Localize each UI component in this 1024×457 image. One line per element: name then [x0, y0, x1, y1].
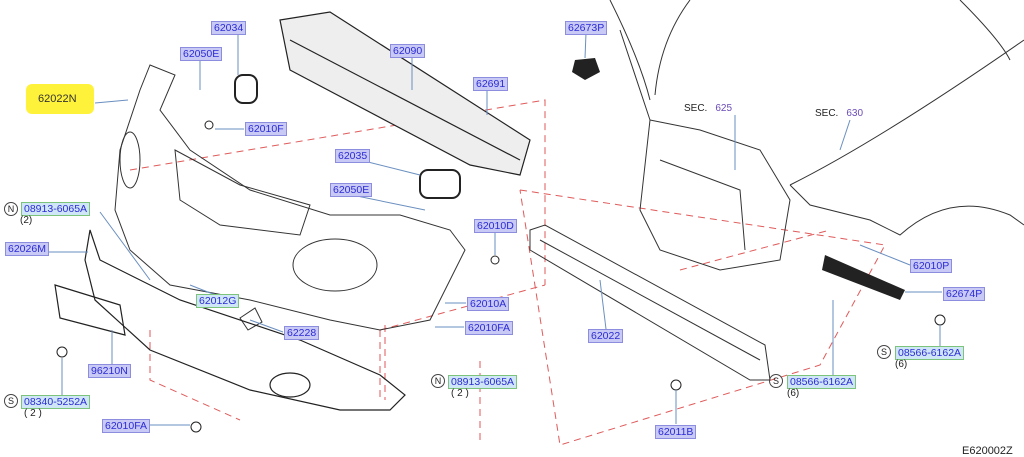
part-label-62674p[interactable]: 62674P [943, 287, 986, 301]
radiator-core-support [609, 0, 791, 271]
fastener-qty: ( 2 ) [24, 408, 42, 419]
fastener-qty: ( 2 ) [451, 388, 469, 399]
section-ref-630[interactable]: SEC. 630 [815, 108, 863, 119]
energy-absorber-62022 [529, 224, 771, 381]
part-label-62673p[interactable]: 62673P [565, 21, 608, 35]
part-label-62691[interactable]: 62691 [473, 77, 509, 91]
section-number: 630 [846, 108, 864, 119]
highlight-marker [26, 84, 94, 114]
part-label-62010fa[interactable]: 62010FA [465, 321, 514, 335]
fastener-type-icon: S [769, 374, 783, 388]
fastener-qty: (6) [787, 388, 800, 399]
part-label-62050e[interactable]: 62050E [180, 47, 223, 61]
part-label-62011b[interactable]: 62011B [655, 425, 697, 439]
part-label-62022[interactable]: 62022 [588, 329, 624, 343]
fastener-label[interactable]: 08340-5252A [21, 395, 91, 409]
part-label-62010fa[interactable]: 62010FA [102, 419, 151, 433]
fastener-type-icon: N [4, 202, 18, 216]
fastener-qty: (6) [895, 359, 908, 370]
part-label-96210n[interactable]: 96210N [88, 364, 131, 378]
fastener-label[interactable]: 08913-6065A [448, 375, 518, 389]
section-number: 625 [715, 103, 733, 114]
part-label-62010p[interactable]: 62010P [910, 259, 953, 273]
diagram-code: E620002Z [962, 445, 1013, 457]
part-label-62010d[interactable]: 62010D [474, 219, 517, 233]
part-label-62090[interactable]: 62090 [390, 44, 426, 58]
fastener-type-icon: N [431, 374, 445, 388]
part-label-62050e[interactable]: 62050E [330, 183, 373, 197]
part-label-62022n-highlighted[interactable]: 62022N [38, 93, 77, 105]
fastener-label[interactable]: 08566-6162A [787, 375, 857, 389]
reinforcement-beam-62090 [279, 11, 531, 176]
part-label-62010a[interactable]: 62010A [467, 297, 510, 311]
assembly-guide-lines [129, 99, 886, 446]
part-label-62228[interactable]: 62228 [284, 326, 320, 340]
part-label-62010f[interactable]: 62010F [245, 122, 287, 136]
front-bumper-fascia [114, 64, 466, 331]
lower-grille [54, 229, 406, 411]
fastener-label[interactable]: 08913-6065A [21, 202, 91, 216]
fender [789, 0, 1024, 236]
part-label-62034[interactable]: 62034 [211, 21, 247, 35]
section-label: SEC. [815, 108, 839, 119]
fastener-type-icon: S [4, 394, 18, 408]
fastener-type-icon: S [877, 345, 891, 359]
part-label-62035[interactable]: 62035 [335, 149, 371, 163]
small-parts [56, 58, 946, 433]
part-label-62012g[interactable]: 62012G [196, 294, 240, 308]
fastener-qty: (2) [20, 215, 33, 226]
section-ref-625[interactable]: SEC. 625 [684, 103, 732, 114]
fastener-label[interactable]: 08566-6162A [895, 346, 965, 360]
part-label-62026m[interactable]: 62026M [5, 242, 49, 256]
section-label: SEC. [684, 103, 708, 114]
